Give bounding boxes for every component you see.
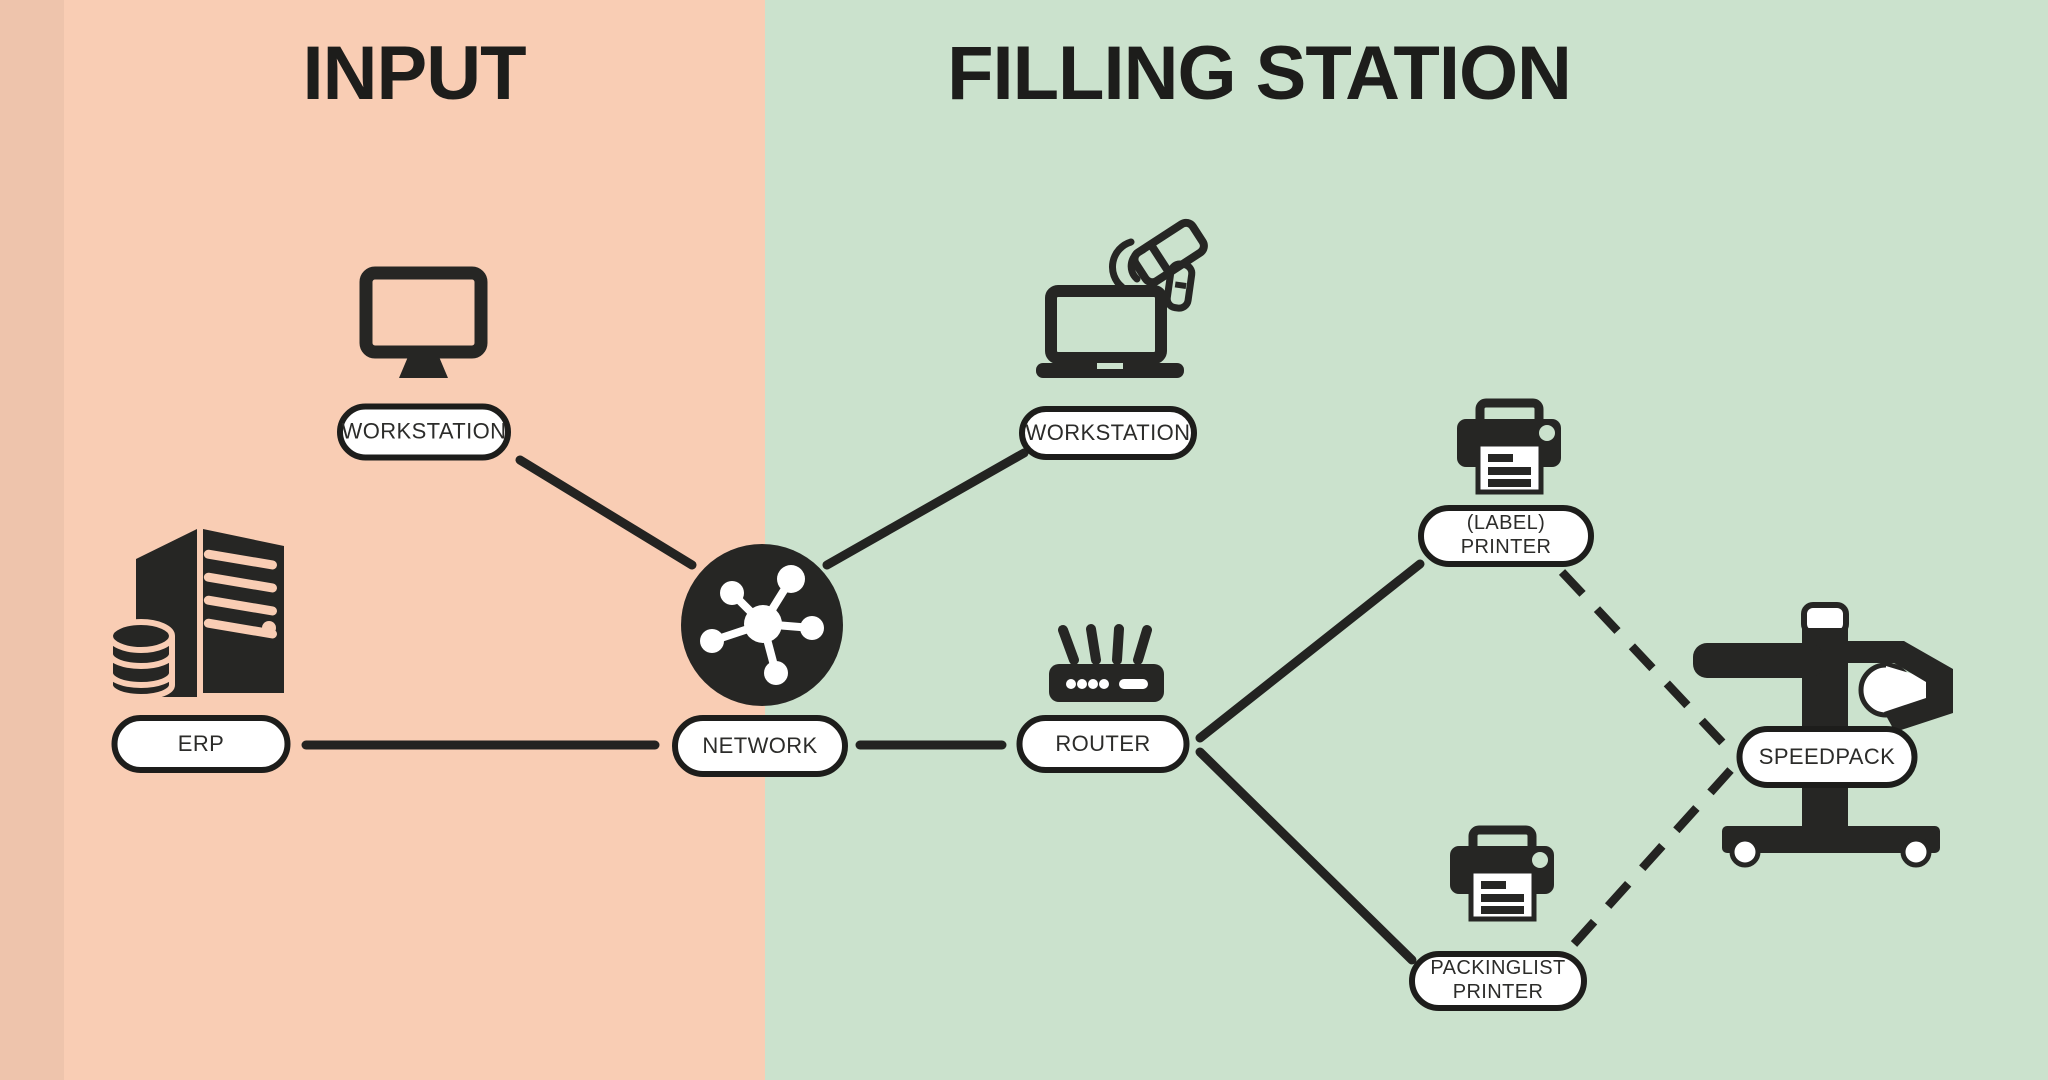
connection-router-packinglistprinter — [1195, 747, 1417, 965]
node-pill-speedpack: SPEEDPACK — [1736, 726, 1918, 788]
node-pill-workstation-input: WORKSTATION — [337, 403, 511, 461]
node-pill-network: NETWORK — [672, 715, 848, 777]
filling-section-title: FILLING STATION — [947, 31, 1572, 116]
connection-router-labelprinter — [1195, 559, 1425, 743]
database-cylinders — [107, 619, 175, 700]
network-hub-icon — [681, 544, 843, 706]
node-label: ROUTER — [1055, 730, 1151, 756]
wifi-router-icon — [1049, 624, 1164, 702]
connection-packinglistprinter-speedpack — [1570, 761, 1740, 947]
node-pill-label-printer: (LABEL) PRINTER — [1418, 505, 1594, 567]
node-label: NETWORK — [702, 732, 818, 758]
node-label-line2: PRINTER — [1460, 536, 1552, 558]
node-label-line1: (LABEL) — [1466, 512, 1546, 535]
node-pill-router: ROUTER — [1016, 715, 1190, 773]
node-pill-packinglist-printer: PACKINGLIST PRINTER — [1409, 951, 1587, 1011]
connection-labelprinter-speedpack — [1558, 569, 1740, 760]
node-label: WORKSTATION — [1025, 419, 1191, 445]
input-section-background — [0, 0, 765, 1080]
laptop-barcode-scanner-icon — [1036, 218, 1208, 378]
node-label-line2: PRINTER — [1452, 981, 1544, 1003]
connection-lines — [301, 448, 1740, 965]
connection-workstation-network — [515, 455, 697, 570]
filling-section-background — [765, 0, 2048, 1080]
connection-network-workstation2 — [822, 448, 1029, 570]
printer-icon — [1457, 403, 1561, 492]
desktop-monitor-icon — [359, 266, 488, 378]
barcode-scanner — [1109, 218, 1208, 312]
node-label: SPEEDPACK — [1758, 743, 1896, 769]
node-label-line1: PACKINGLIST — [1430, 957, 1566, 980]
node-pill-erp: ERP — [111, 715, 291, 773]
left-edge-shade — [0, 0, 64, 1080]
node-pill-workstation-filling: WORKSTATION — [1019, 406, 1197, 460]
printer-icon — [1450, 830, 1554, 919]
node-label: WORKSTATION — [341, 418, 507, 444]
server-database-icon — [107, 529, 284, 700]
node-label: ERP — [177, 730, 225, 756]
input-section-title: INPUT — [302, 31, 527, 116]
